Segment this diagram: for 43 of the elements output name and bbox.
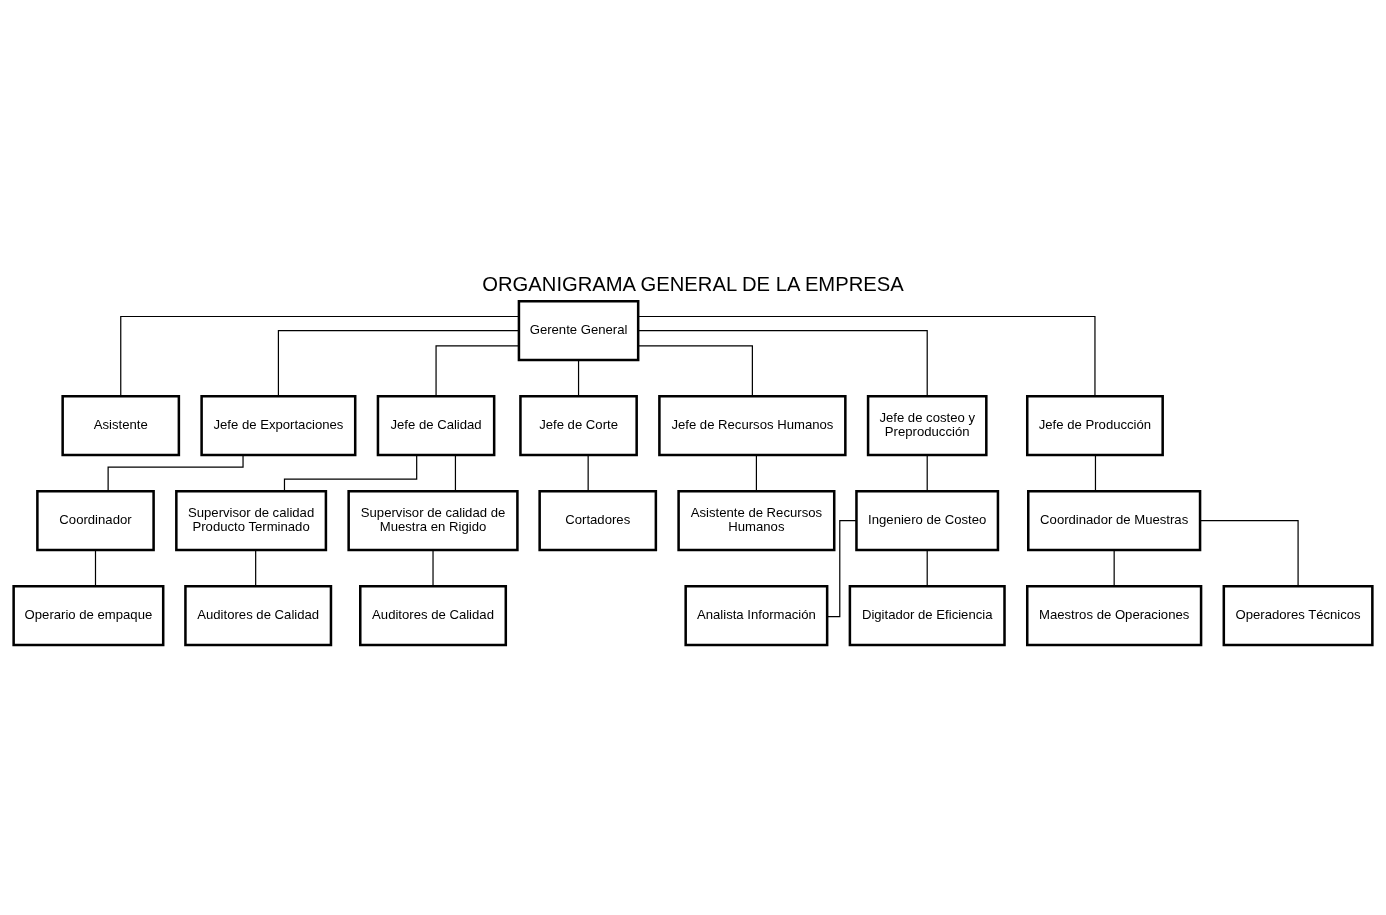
node-box: Jefe de Exportaciones	[200, 394, 357, 456]
connector	[755, 454, 757, 492]
node-box: Jefe de Recursos Humanos	[658, 394, 847, 456]
node-box: Cortadores	[538, 489, 658, 551]
connector	[1094, 454, 1097, 492]
connector	[94, 549, 97, 587]
node-box: Operario de empaque	[12, 584, 165, 646]
connector	[107, 454, 244, 492]
node-box: Digitador de Eficiencia	[848, 584, 1006, 646]
connector	[1199, 519, 1299, 587]
connector	[587, 454, 589, 492]
connector	[926, 549, 928, 587]
connector	[283, 454, 418, 492]
node-box: Asistente	[61, 394, 181, 456]
connector	[577, 359, 580, 397]
connector	[277, 329, 520, 397]
connector	[454, 454, 457, 492]
connector	[637, 344, 753, 397]
node-box: Asistente de Recursos Humanos	[677, 489, 836, 551]
node-box: Jefe de Producción	[1026, 394, 1164, 456]
node-box: Auditores de Calidad	[359, 584, 508, 646]
node-box: Jefe de Calidad	[376, 394, 496, 456]
connector	[432, 549, 434, 587]
node-box: Coordinador de Muestras	[1027, 489, 1202, 551]
node-box: Supervisor de calidad de Muestra en Rigido	[347, 489, 519, 551]
connector	[637, 329, 928, 397]
connector	[120, 315, 520, 397]
node-box: Gerente General	[517, 299, 640, 361]
node-box: Ingeniero de Costeo	[855, 489, 1000, 551]
connector	[435, 344, 520, 397]
node-box: Coordinador	[36, 489, 155, 551]
connector	[926, 454, 928, 492]
node-box: Auditores de Calidad	[184, 584, 333, 646]
diagram-title: ORGANIGRAMA GENERAL DE LA EMPRESA	[482, 272, 904, 295]
node-box: Analista Información	[684, 584, 829, 646]
connector	[255, 549, 257, 587]
node-box: Jefe de costeo y Preproducción	[866, 394, 988, 456]
node-box: Maestros de Operaciones	[1026, 584, 1203, 646]
node-box: Operadores Técnicos	[1222, 584, 1374, 646]
node-box: Jefe de Corte	[519, 394, 638, 456]
connector	[637, 315, 1096, 397]
node-box: Supervisor de calidad Producto Terminado	[175, 489, 328, 551]
connector	[1113, 549, 1115, 587]
